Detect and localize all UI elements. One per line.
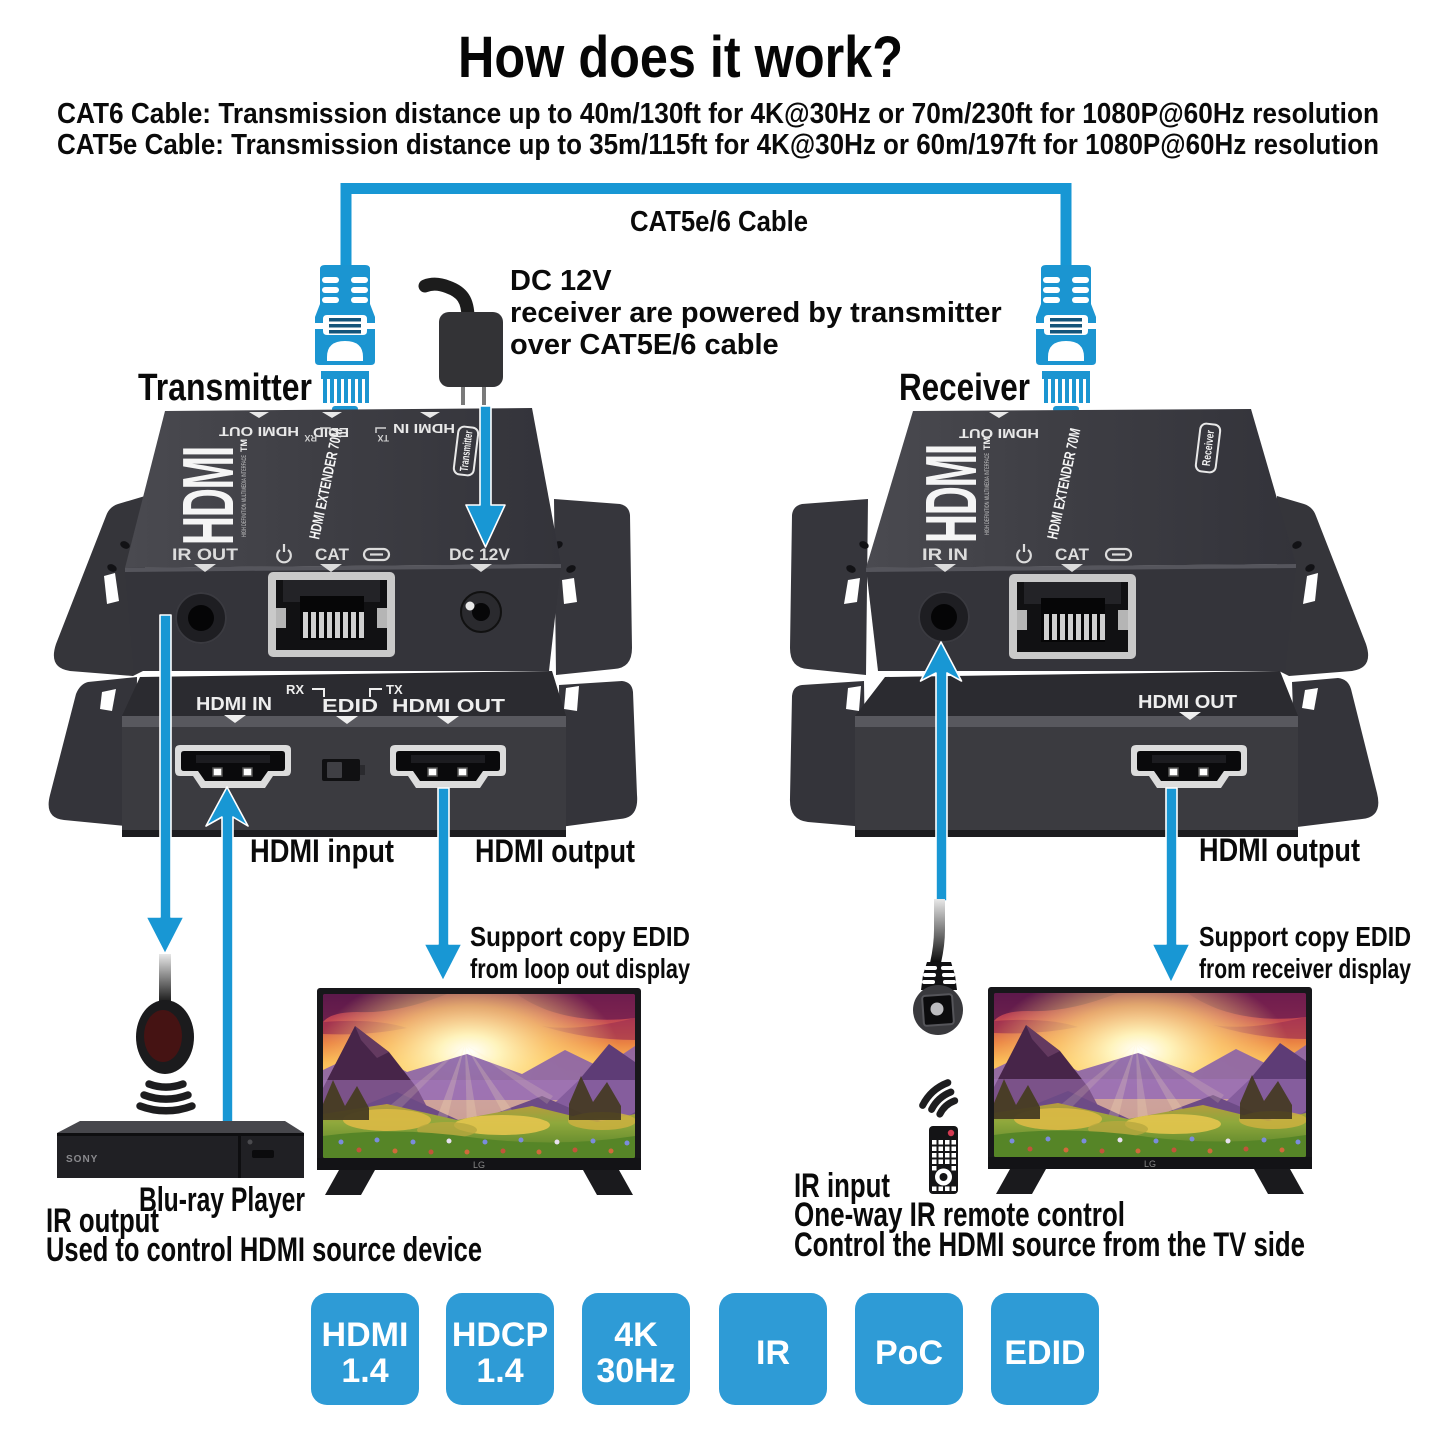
svg-text:HDMI OUT: HDMI OUT xyxy=(1138,692,1237,712)
svg-text:IR input: IR input xyxy=(794,1167,890,1205)
svg-text:SONY: SONY xyxy=(66,1154,98,1165)
svg-text:HDMI output: HDMI output xyxy=(475,833,635,869)
svg-text:Receiver: Receiver xyxy=(1201,429,1217,467)
svg-text:IR output: IR output xyxy=(46,1202,159,1240)
svg-text:HDMI: HDMI xyxy=(322,1316,409,1354)
svg-text:HDMI: HDMI xyxy=(912,445,992,543)
svg-text:CAT5e/6 Cable: CAT5e/6 Cable xyxy=(630,206,808,238)
svg-text:1.4: 1.4 xyxy=(341,1352,388,1390)
svg-text:How does it work?: How does it work? xyxy=(458,25,903,90)
svg-text:EDID: EDID xyxy=(322,696,378,716)
svg-text:IR IN: IR IN xyxy=(922,545,968,564)
svg-text:30Hz: 30Hz xyxy=(596,1352,675,1390)
svg-text:PoC: PoC xyxy=(875,1334,943,1372)
svg-text:HDMI IN: HDMI IN xyxy=(196,694,272,714)
svg-text:receiver are powered by transm: receiver are powered by transmitter xyxy=(510,297,1002,329)
svg-text:HDMI IN: HDMI IN xyxy=(393,421,455,436)
svg-text:Used to control HDMI source de: Used to control HDMI source device xyxy=(46,1231,482,1269)
svg-text:DC 12V: DC 12V xyxy=(449,545,511,564)
svg-text:CAT6 Cable: Transmission dista: CAT6 Cable: Transmission distance up to … xyxy=(57,98,1379,130)
svg-text:4K: 4K xyxy=(614,1316,658,1354)
svg-text:CAT: CAT xyxy=(315,545,350,564)
svg-text:RX: RX xyxy=(286,682,304,697)
svg-text:TX: TX xyxy=(377,433,389,443)
svg-text:Transmitter: Transmitter xyxy=(138,367,312,409)
svg-text:Blu-ray Player: Blu-ray Player xyxy=(139,1181,305,1219)
svg-text:HDCP: HDCP xyxy=(452,1316,548,1354)
svg-text:Control the HDMI source from t: Control the HDMI source from the TV side xyxy=(794,1226,1305,1264)
svg-text:HDMI OUT: HDMI OUT xyxy=(219,424,299,439)
svg-text:HDMI input: HDMI input xyxy=(250,833,394,869)
svg-text:Receiver: Receiver xyxy=(899,367,1030,409)
svg-text:IR OUT: IR OUT xyxy=(172,545,239,564)
svg-text:IR: IR xyxy=(756,1334,790,1372)
svg-text:TM: TM xyxy=(239,439,249,452)
svg-text:from receiver display: from receiver display xyxy=(1199,953,1411,984)
svg-text:Support copy EDID: Support copy EDID xyxy=(470,921,690,952)
svg-text:TX: TX xyxy=(386,682,403,697)
svg-text:TM: TM xyxy=(982,437,992,450)
svg-text:EDID: EDID xyxy=(1004,1334,1085,1372)
svg-text:One-way IR remote control: One-way IR remote control xyxy=(794,1196,1125,1234)
svg-text:Support copy EDID: Support copy EDID xyxy=(1199,921,1411,952)
svg-text:over CAT5E/6 cable: over CAT5E/6 cable xyxy=(510,329,779,361)
svg-text:HDMI output: HDMI output xyxy=(1199,832,1360,868)
svg-text:EDID: EDID xyxy=(313,425,349,440)
svg-text:HIGH DEFINITION MULTIMEDIA INT: HIGH DEFINITION MULTIMEDIA INTERFACE xyxy=(985,453,991,535)
svg-text:CAT: CAT xyxy=(1055,545,1090,564)
svg-text:HDMI: HDMI xyxy=(169,447,249,545)
svg-text:from loop out display: from loop out display xyxy=(470,953,690,984)
svg-text:1.4: 1.4 xyxy=(476,1352,523,1390)
svg-text:Transmitter: Transmitter xyxy=(459,430,476,472)
svg-text:DC 12V: DC 12V xyxy=(510,265,612,297)
svg-text:CAT5e Cable: Transmission dist: CAT5e Cable: Transmission distance up to… xyxy=(57,129,1379,161)
svg-text:HDMI OUT: HDMI OUT xyxy=(959,426,1039,441)
svg-text:RX: RX xyxy=(304,433,317,443)
svg-text:HIGH DEFINITION MULTIMEDIA INT: HIGH DEFINITION MULTIMEDIA INTERFACE xyxy=(242,455,248,537)
svg-text:HDMI OUT: HDMI OUT xyxy=(392,696,505,716)
